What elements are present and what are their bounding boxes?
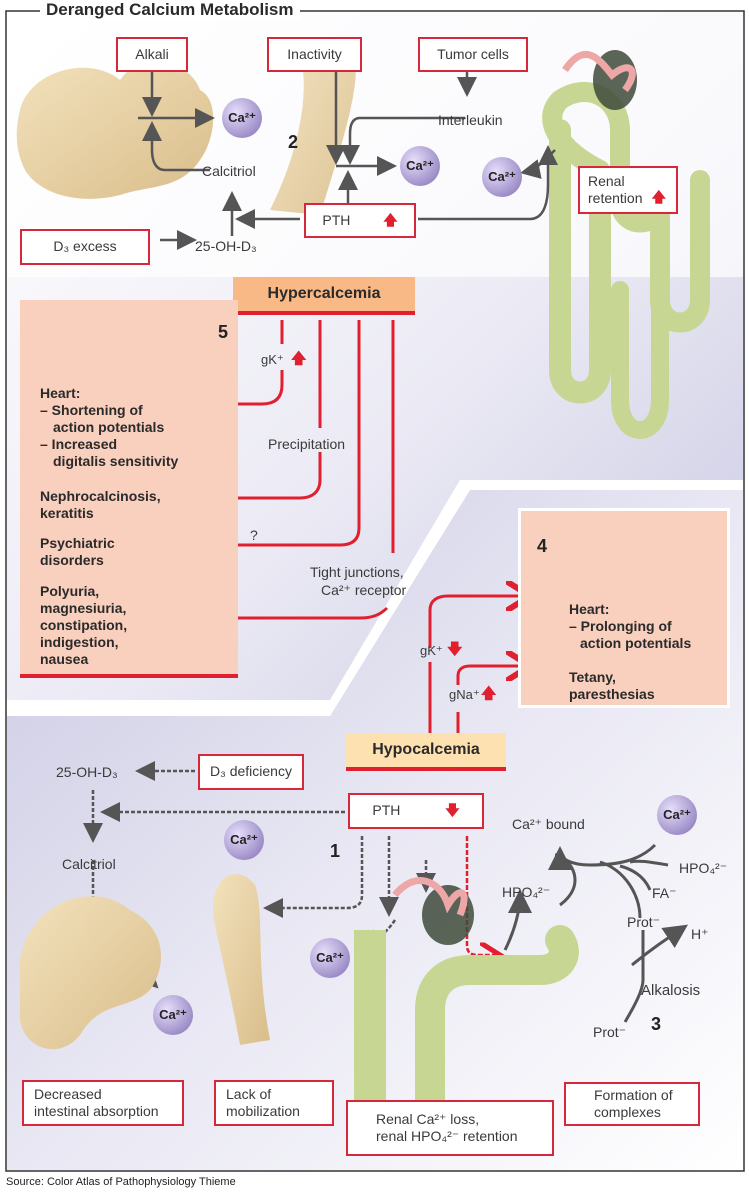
lack-mobilization-line-2: mobilization <box>226 1103 300 1119</box>
gi-line-4: indigestion, <box>40 634 119 650</box>
section-number-4: 4 <box>537 536 548 556</box>
heart-title-hypo: Heart: <box>569 601 610 617</box>
heart-item-2: action potentials <box>53 419 165 435</box>
renal-loss-line-1: Renal Ca²⁺ loss, <box>376 1110 480 1127</box>
arrow-up-icon: 🡅 <box>651 188 666 205</box>
lack-mobilization-line-1: Lack of <box>226 1085 272 1102</box>
renal-retention-box: Renal retention 🡅 <box>578 166 678 214</box>
heart-item-3: – Increased <box>40 436 118 452</box>
label-ca-bound: Ca²⁺ bound <box>512 816 585 832</box>
arrow-up-icon: 🡅 <box>291 350 307 367</box>
heart-title: Heart: <box>40 385 81 401</box>
bone-lower-illustration <box>213 874 270 1045</box>
formation-complexes-line-1: Formation of <box>594 1086 673 1103</box>
label-h-plus: H⁺ <box>691 926 709 942</box>
label-interleukin: Interleukin <box>438 112 503 128</box>
calcium-ion-1: Ca²⁺ <box>222 98 262 138</box>
decreased-absorption-line-1: Decreased <box>34 1085 102 1102</box>
nephro-line-1: Nephrocalcinosis, <box>40 488 161 504</box>
pth-box-elevated: PTH 🡅 <box>304 203 416 238</box>
cause-box-alkali: Alkali <box>116 37 188 72</box>
label-question: ? <box>250 527 258 543</box>
cause-box-d3-deficiency: D₃ deficiency <box>198 754 304 790</box>
arrow-up-icon: 🡅 <box>481 685 497 702</box>
calcium-ion-3: Ca²⁺ <box>482 157 522 197</box>
section-number-3: 3 <box>651 1014 662 1034</box>
label-tight-junctions: Tight junctions, <box>310 564 404 580</box>
section-number-2: 2 <box>288 132 299 152</box>
label-25-oh-d3-bottom: 25-OH-D₃ <box>56 764 118 780</box>
tetany-line-2: paresthesias <box>569 686 655 702</box>
section-number-1: 1 <box>330 841 341 861</box>
gi-line-5: nausea <box>40 651 89 667</box>
label-gna-up: gNa⁺ <box>449 687 480 702</box>
calcium-ion-4: Ca²⁺ <box>224 820 264 860</box>
psych-line-2: disorders <box>40 552 104 568</box>
diagonal-divider <box>7 480 743 712</box>
label-precipitation: Precipitation <box>268 436 346 452</box>
diagram-title: Deranged Calcium Metabolism <box>40 0 300 20</box>
calcium-ion-7: Ca²⁺ <box>657 795 697 835</box>
arrow-down-icon: 🡇 <box>447 641 463 658</box>
cause-box-tumor-cells: Tumor cells <box>418 37 528 72</box>
renal-loss-line-2: renal HPO₄²⁻ retention <box>376 1128 518 1144</box>
label-gk-up: gK⁺ <box>261 352 284 367</box>
hypercalcemia-header: Hypercalcemia <box>233 277 415 315</box>
arrow-up-icon: 🡅 <box>383 211 398 228</box>
bone-illustration <box>270 42 356 216</box>
psych-line-1: Psychiatric <box>40 535 115 551</box>
label-hpo4-right: HPO₄²⁻ <box>679 860 728 876</box>
label-ca-receptor: Ca²⁺ receptor <box>321 582 407 598</box>
tetany-line-1: Tetany, <box>569 669 616 685</box>
formation-complexes-line-2: complexes <box>594 1104 661 1120</box>
label-calcitriol-top: Calcitriol <box>202 163 256 179</box>
heart-item-hypo-1: – Prolonging of <box>569 618 672 634</box>
heart-item-4: digitalis sensitivity <box>53 453 179 469</box>
effect-box-lack-mobilization: Lack of mobilization <box>214 1080 334 1126</box>
intestine-illustration <box>16 61 214 199</box>
nephro-line-2: keratitis <box>40 505 94 521</box>
pth-label: PTH <box>372 802 401 819</box>
pth-label: PTH <box>322 211 351 228</box>
gi-line-1: Polyuria, <box>40 583 100 599</box>
decreased-absorption-line-2: intestinal absorption <box>34 1103 159 1119</box>
effect-box-decreased-absorption: Decreased intestinal absorption <box>22 1080 184 1126</box>
label-25-oh-d3-top: 25-OH-D₃ <box>195 238 257 254</box>
calcium-ion-5: Ca²⁺ <box>310 938 350 978</box>
arrow-down-icon: 🡇 <box>445 802 460 819</box>
gi-line-2: magnesiuria, <box>40 600 127 616</box>
calcium-ion-2: Ca²⁺ <box>400 146 440 186</box>
heart-item-1: – Shortening of <box>40 402 143 418</box>
label-prot-lower: Prot⁻ <box>593 1024 627 1040</box>
gi-line-3: constipation, <box>40 617 128 633</box>
renal-retention-label: Renal retention <box>588 172 643 207</box>
label-calcitriol-bottom: Calcitriol <box>62 856 116 872</box>
cause-box-d3-excess: D₃ excess <box>20 229 150 265</box>
label-gk-down: gK⁺ <box>420 643 443 658</box>
cause-box-inactivity: Inactivity <box>267 37 362 72</box>
hypocalcemia-header: Hypocalcemia <box>346 733 506 771</box>
calcium-ion-6: Ca²⁺ <box>153 995 193 1035</box>
pth-box-reduced: PTH 🡇 <box>348 793 484 829</box>
effect-box-renal-loss: Renal Ca²⁺ loss, renal HPO₄²⁻ retention <box>346 1100 554 1156</box>
label-fa: FA⁻ <box>652 885 677 901</box>
effect-box-formation-complexes: Formation of complexes <box>564 1082 700 1126</box>
source-caption: Source: Color Atlas of Pathophysiology T… <box>6 1176 236 1188</box>
label-prot-upper: Prot⁻ <box>627 914 661 930</box>
heart-item-hypo-2: action potentials <box>580 635 692 651</box>
intestine-lower-illustration <box>20 896 162 1050</box>
label-hpo4-left: HPO₄²⁻ <box>502 884 551 900</box>
hypercalcemia-effects-panel: 5 Heart: – Shortening of action potentia… <box>20 300 238 678</box>
label-alkalosis: Alkalosis <box>641 982 701 999</box>
hypocalcemia-effects-panel: 4 Heart: – Prolonging of action potentia… <box>518 508 730 708</box>
section-number-5: 5 <box>218 322 229 342</box>
